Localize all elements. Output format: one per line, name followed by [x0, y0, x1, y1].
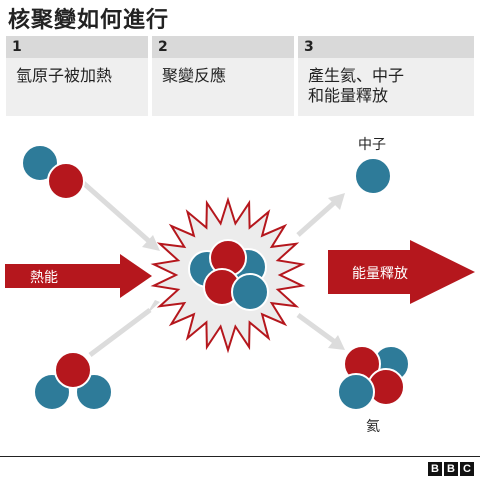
arrow-in-bottom [88, 308, 152, 357]
arrow-in-bottom-head [146, 300, 160, 315]
neutron-label: 中子 [358, 137, 386, 153]
energy-arrow: 能量釋放 [328, 240, 475, 304]
neutron [21, 144, 59, 182]
step-2: 2 聚變反應 [152, 36, 294, 116]
arrow-out-bottom-head [328, 335, 345, 350]
arrow-out-bottom [296, 312, 337, 345]
proton [54, 351, 92, 389]
logo-letter: B [444, 462, 458, 476]
neutron [231, 273, 269, 311]
step-3-number: 3 [298, 36, 474, 58]
helium-atom [337, 345, 410, 411]
helium-label: 氦 [366, 419, 380, 435]
step-1-text: 氫原子被加熱 [6, 58, 148, 116]
tritium-atom [33, 351, 113, 411]
page-title: 核聚變如何進行 [8, 8, 170, 33]
footer-divider [0, 456, 480, 457]
heat-arrow-shape [5, 254, 152, 298]
grey-arrows [78, 178, 345, 357]
deuterium-atom [21, 144, 85, 200]
neutron [337, 373, 375, 411]
arrow-in-top [78, 178, 152, 244]
step-3: 3 產生氦、中子 和能量釋放 [298, 36, 474, 116]
heat-label: 熱能 [30, 270, 58, 286]
step-1: 1 氫原子被加熱 [6, 36, 148, 116]
neutron-output [354, 157, 392, 195]
proton [47, 162, 85, 200]
heat-arrow: 熱能 [5, 254, 152, 298]
arrow-in-top-head [142, 235, 160, 251]
steps-table: 1 氫原子被加熱 2 聚變反應 3 產生氦、中子 和能量釋放 [6, 36, 474, 116]
step-2-text: 聚變反應 [152, 58, 294, 116]
logo-letter: B [428, 462, 442, 476]
fusion-burst [150, 196, 306, 354]
fusion-diagram: 熱能 能量釋放 中子 氦 [5, 137, 475, 435]
arrow-out-top [296, 200, 337, 237]
energy-label: 能量釋放 [352, 266, 408, 282]
arrow-out-top-head [328, 193, 345, 210]
step-3-text: 產生氦、中子 和能量釋放 [298, 58, 474, 116]
energy-arrow-shape [328, 240, 475, 304]
bbc-logo: B B C [428, 462, 474, 476]
logo-letter: C [460, 462, 474, 476]
step-2-number: 2 [152, 36, 294, 58]
step-1-number: 1 [6, 36, 148, 58]
